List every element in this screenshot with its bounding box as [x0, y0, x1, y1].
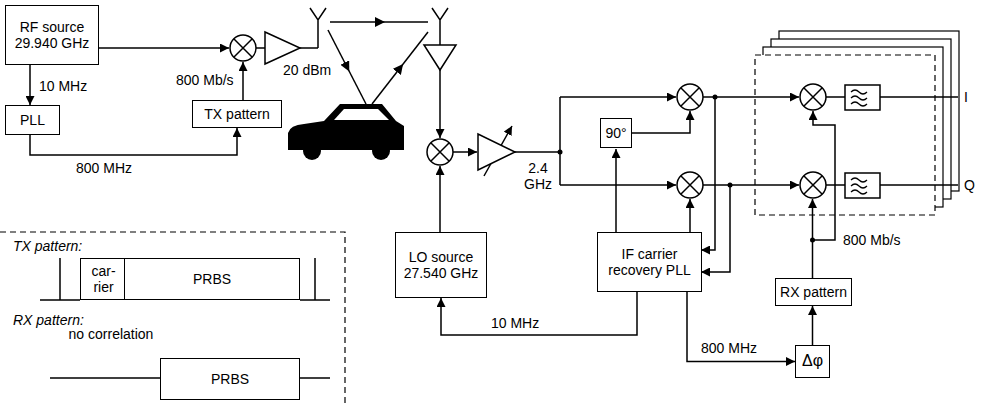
signal-label: 800 MHz — [700, 340, 758, 356]
art-part — [97, 47, 229, 49]
art-part — [558, 150, 563, 155]
pattern-box: RX pattern — [775, 278, 852, 306]
node-text: RX pattern — [780, 284, 847, 300]
wires — [97, 8, 958, 278]
art-part — [372, 142, 390, 160]
art-part — [288, 104, 404, 150]
art-part — [810, 238, 815, 243]
signal-connector — [441, 292, 637, 335]
signal-label: no correlation — [62, 326, 160, 342]
car-illustration — [288, 104, 404, 160]
pattern-box: TX pattern — [192, 100, 282, 128]
art-part — [330, 21, 428, 23]
node-text: Δφ — [802, 352, 823, 370]
mixers — [230, 35, 826, 198]
art-part — [632, 111, 690, 133]
art-part — [40, 258, 330, 300]
art-part — [615, 149, 617, 232]
art-part — [432, 8, 448, 45]
signal-label: Q — [963, 177, 976, 193]
art-part — [701, 185, 730, 272]
signal-connector — [30, 128, 237, 155]
art-part — [713, 95, 718, 100]
art-part — [328, 30, 366, 104]
pattern-legend — [0, 232, 345, 407]
art-part — [689, 199, 691, 232]
node-text: PRBS — [193, 271, 231, 287]
node-text: IF carrier recovery PLL — [601, 246, 698, 278]
node-text: 90° — [605, 125, 626, 141]
node-text: TX pattern — [204, 106, 269, 122]
art-part — [703, 184, 799, 186]
junction-dots — [558, 95, 816, 243]
signal-label: 20 dBm — [282, 62, 332, 78]
art-part — [478, 134, 515, 170]
node-text: PRBS — [211, 371, 249, 387]
pll-box: PLL — [5, 105, 60, 135]
phase-shifter-box: 90° — [600, 118, 632, 148]
signal-connector — [29, 65, 31, 105]
pattern-cell: PRBS — [124, 258, 300, 300]
signal-label: 10 MHz — [38, 78, 88, 94]
pll-box: IF carrier recovery PLL — [597, 232, 702, 292]
amplifiers — [265, 32, 515, 170]
art-part — [755, 55, 935, 215]
art-part — [230, 35, 256, 61]
art-part — [728, 183, 733, 188]
art-part — [427, 139, 453, 165]
art-part — [800, 84, 826, 110]
node-text: LO source 27.540 GHz — [399, 249, 483, 281]
art-part — [677, 172, 703, 198]
node-text: car- rier — [84, 263, 123, 295]
art-part — [677, 84, 703, 110]
art-part — [334, 109, 389, 120]
signal-label: 2.4 GHz — [518, 160, 558, 192]
signal-label: 800 Mb/s — [842, 232, 902, 248]
source-box: LO source 27.540 GHz — [395, 232, 487, 298]
pattern-cell: car- rier — [80, 258, 127, 300]
phase-shifter-box: Δφ — [795, 345, 830, 378]
art-part — [845, 85, 880, 110]
signal-label: 10 MHz — [490, 315, 540, 331]
signal-connector — [812, 306, 814, 345]
art-part — [372, 32, 428, 104]
art-part — [453, 151, 477, 153]
art-part — [0, 232, 345, 407]
art-part — [560, 184, 676, 186]
art-part — [800, 172, 826, 198]
signal-label: 800 Mb/s — [175, 72, 235, 88]
signal-label: TX pattern: — [12, 238, 83, 254]
source-box: RF source 29.940 GHz — [5, 5, 99, 65]
art-part — [424, 45, 456, 70]
node-text: RF source 29.940 GHz — [9, 19, 95, 51]
pattern-cell: PRBS — [160, 358, 300, 400]
node-text: PLL — [20, 112, 45, 128]
signal-label: 800 MHz — [75, 160, 133, 176]
art-part — [439, 70, 441, 138]
art-part — [439, 166, 441, 232]
art-part — [560, 96, 676, 98]
art-part — [310, 8, 326, 48]
lowpass-filters — [845, 85, 880, 198]
signal-label: I — [963, 89, 969, 105]
art-part — [303, 142, 321, 160]
art-part — [845, 173, 880, 198]
art-part — [242, 62, 244, 100]
art-part — [265, 32, 300, 64]
art-part — [701, 97, 715, 250]
channel-stack — [755, 31, 959, 215]
